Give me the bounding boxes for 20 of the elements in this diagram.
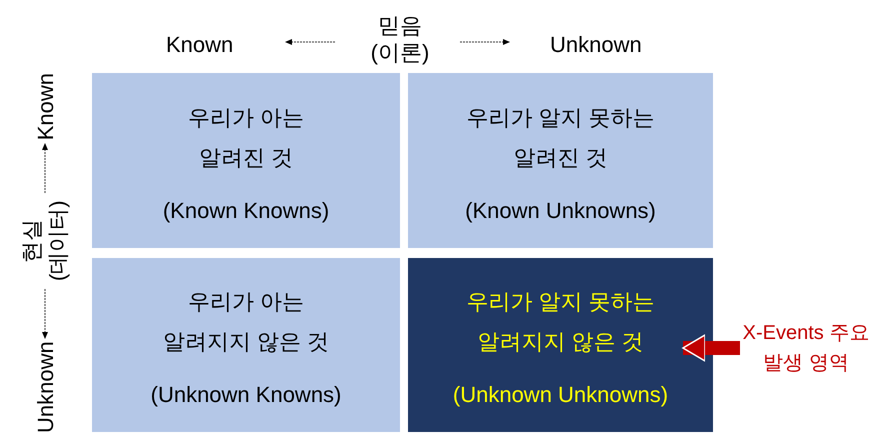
quadrant-subtitle: (Unknown Knowns) bbox=[150, 382, 342, 408]
quadrant-subtitle: (Unknown Unknowns) bbox=[452, 382, 668, 408]
callout-text: X-Events 주요 발생 영역 bbox=[738, 318, 874, 378]
quadrant-box bbox=[408, 258, 713, 432]
block-arrow bbox=[682, 334, 740, 362]
quadrant-subtitle: (Known Unknowns) bbox=[465, 198, 656, 224]
quadrant-title: 우리가 알지 못하는 알려진 것 bbox=[465, 104, 656, 172]
quadrant-subtitle: (Known Knowns) bbox=[162, 198, 330, 224]
quadrant-box bbox=[92, 258, 400, 432]
quadrant-box bbox=[92, 73, 400, 248]
quadrant-title: 우리가 알지 못하는 알려지지 않은 것 bbox=[465, 288, 656, 356]
axis-label: Known bbox=[166, 31, 234, 59]
quadrant-box bbox=[408, 73, 713, 248]
quadrant-title: 우리가 아는 알려지지 않은 것 bbox=[162, 288, 330, 356]
axis-label: Unknown bbox=[32, 341, 58, 433]
axis-label: Known bbox=[32, 73, 58, 140]
quadrant-title: 우리가 아는 알려진 것 bbox=[186, 104, 306, 172]
axis-title: 현실 (데이터) bbox=[19, 199, 71, 284]
axis-title: 믿음 (이론) bbox=[370, 12, 430, 66]
axis-label: Unknown bbox=[550, 31, 642, 59]
